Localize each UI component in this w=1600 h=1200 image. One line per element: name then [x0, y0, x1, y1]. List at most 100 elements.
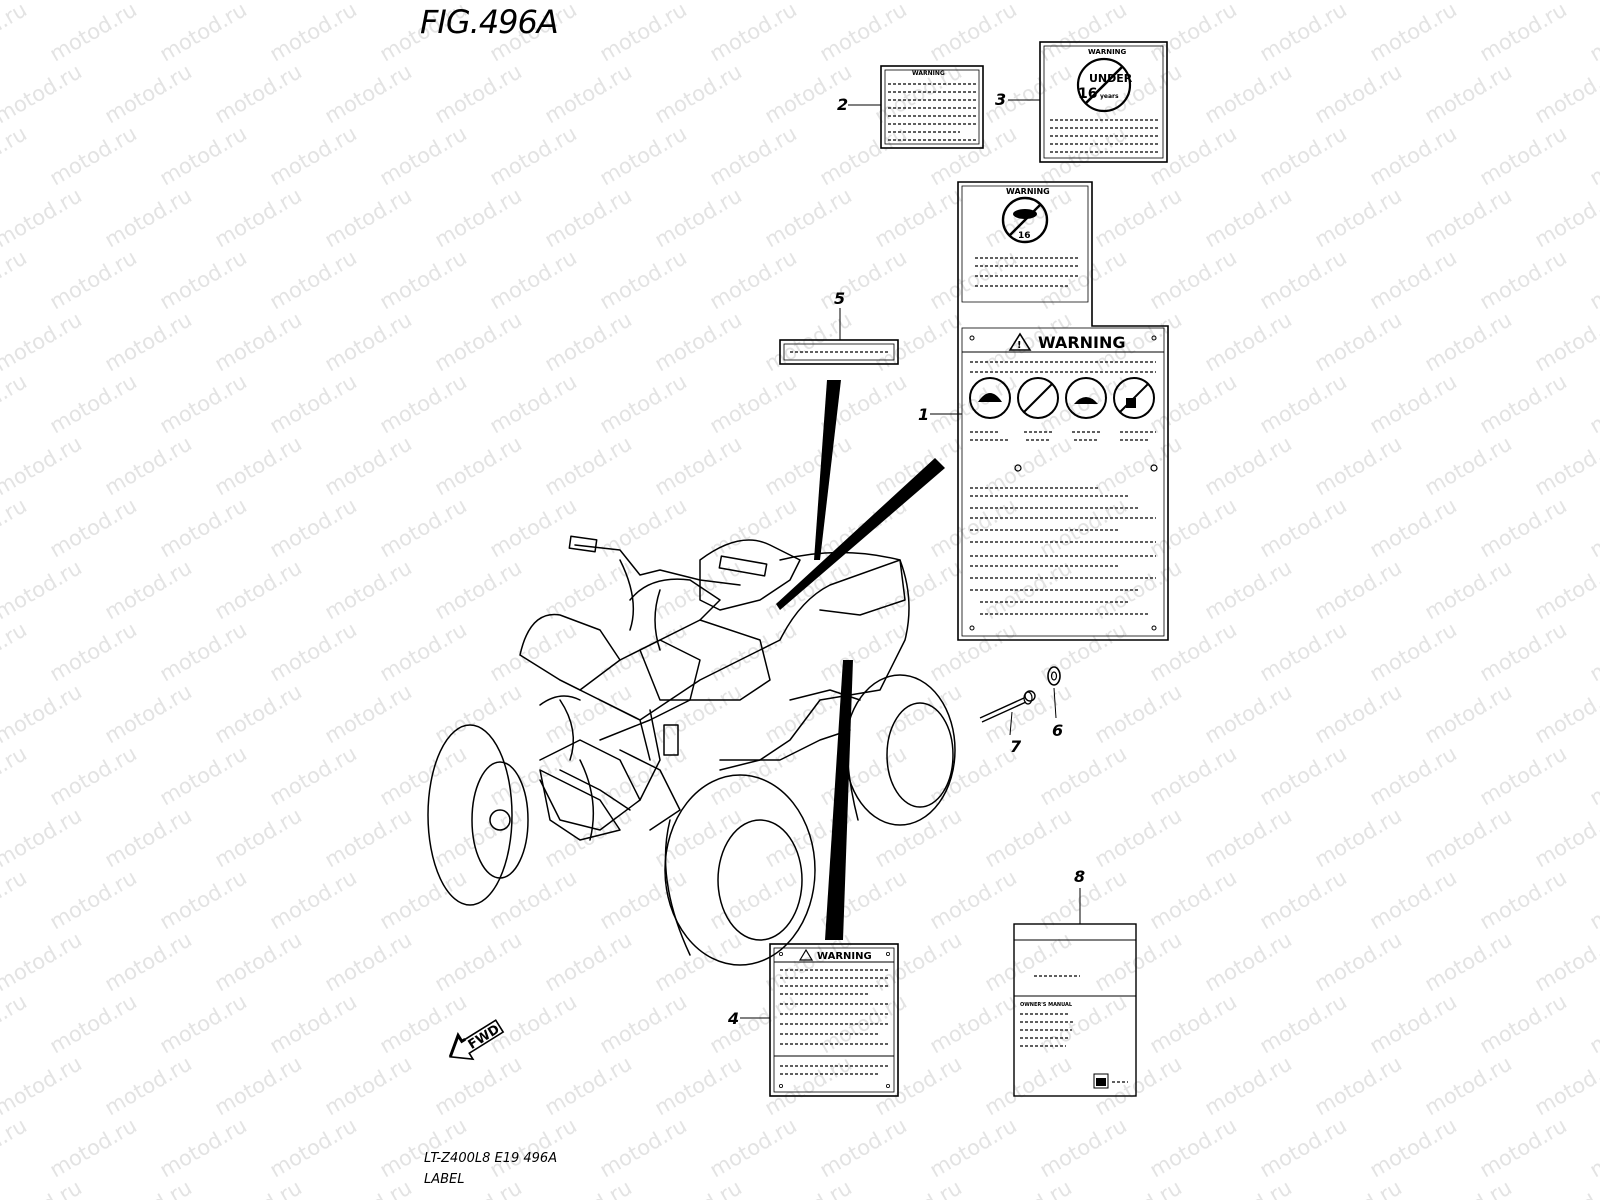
watermark-text: motod.ru — [46, 121, 141, 190]
watermark-text: motod.ru — [1476, 741, 1571, 810]
watermark-text: motod.ru — [211, 59, 306, 128]
watermark-text: motod.ru — [486, 1113, 581, 1182]
watermark-text: motod.ru — [926, 989, 1021, 1058]
watermark-text: motod.ru — [1366, 245, 1461, 314]
label-5 — [779, 339, 899, 365]
watermark-text: motod.ru — [156, 741, 251, 810]
svg-text:16: 16 — [1018, 231, 1031, 241]
watermark-text: motod.ru — [1586, 121, 1600, 190]
watermark-text: motod.ru — [1091, 555, 1186, 624]
svg-text:5: 5 — [834, 289, 845, 308]
watermark-text: motod.ru — [1421, 0, 1516, 4]
watermark-text: motod.ru — [761, 1051, 856, 1120]
callout-3[interactable]: 3 — [995, 90, 1040, 109]
watermark-text: motod.ru — [266, 741, 361, 810]
watermark-text: motod.ru — [266, 121, 361, 190]
watermark-text: motod.ru — [1256, 741, 1351, 810]
watermark-text: motod.ru — [486, 493, 581, 562]
watermark-text: motod.ru — [1201, 679, 1296, 748]
svg-text:6: 6 — [1052, 721, 1063, 740]
watermark-text: motod.ru — [541, 1051, 636, 1120]
callout-1[interactable]: 1 — [918, 405, 962, 424]
watermark-text: motod.ru — [266, 1113, 361, 1182]
watermark-text: motod.ru — [926, 245, 1021, 314]
watermark-text: motod.ru — [1036, 121, 1131, 190]
watermark-text: motod.ru — [101, 555, 196, 624]
watermark-text: motod.ru — [1036, 0, 1131, 66]
watermark-text: motod.ru — [1586, 0, 1600, 66]
watermark-text: motod.ru — [101, 803, 196, 872]
watermark-text: motod.ru — [1146, 1113, 1241, 1182]
label-1: WARNING 16 ! WARNING — [957, 181, 1169, 641]
watermark-text: motod.ru — [981, 1051, 1076, 1120]
watermark-text: motod.ru — [1311, 431, 1406, 500]
watermark-text: motod.ru — [101, 1051, 196, 1120]
watermark-text: motod.ru — [46, 0, 141, 66]
watermark-text: motod.ru — [101, 679, 196, 748]
watermark-text: motod.ru — [596, 245, 691, 314]
watermark-text: motod.ru — [541, 431, 636, 500]
callout-7[interactable]: 7 — [1009, 711, 1022, 756]
watermark-text: motod.ru — [1146, 989, 1241, 1058]
no-passenger-16-icon: 16 — [1001, 196, 1049, 244]
watermark-text: motod.ru — [1256, 617, 1351, 686]
watermark-text: motod.ru — [1091, 183, 1186, 252]
watermark-text: motod.ru — [761, 59, 856, 128]
watermark-text: motod.ru — [1146, 617, 1241, 686]
watermark-text: motod.ru — [1421, 679, 1516, 748]
callout-5[interactable]: 5 — [834, 289, 845, 340]
callout-6[interactable]: 6 — [1052, 687, 1063, 740]
watermark-text: motod.ru — [321, 0, 416, 4]
watermark-text: motod.ru — [1311, 59, 1406, 128]
watermark-text: motod.ru — [101, 431, 196, 500]
atv-illustration — [427, 535, 956, 966]
watermark-text: motod.ru — [486, 369, 581, 438]
watermark-text: motod.ru — [706, 493, 801, 562]
watermark-text: motod.ru — [1201, 927, 1296, 996]
callout-2[interactable]: 2 — [837, 95, 881, 114]
label-3: WARNING UNDER 16 years — [1039, 41, 1168, 163]
watermark-text: motod.ru — [0, 183, 86, 252]
watermark-text: motod.ru — [1531, 927, 1600, 996]
watermark-text: motod.ru — [1366, 989, 1461, 1058]
watermark-text: motod.ru — [1091, 679, 1186, 748]
watermark-text: motod.ru — [101, 1175, 196, 1200]
watermark-text: motod.ru — [1146, 245, 1241, 314]
watermark-text: motod.ru — [1421, 307, 1516, 376]
watermark-text: motod.ru — [1146, 121, 1241, 190]
watermark-text: motod.ru — [1531, 1051, 1600, 1120]
watermark-text: motod.ru — [596, 493, 691, 562]
watermark-text: motod.ru — [211, 183, 306, 252]
watermark-text: motod.ru — [156, 245, 251, 314]
watermark-text: motod.ru — [1256, 493, 1351, 562]
watermark-text: motod.ru — [1146, 741, 1241, 810]
label-1b-header: WARNING — [1038, 333, 1126, 352]
watermark-text: motod.ru — [321, 1051, 416, 1120]
watermark-text: motod.ru — [0, 493, 31, 562]
watermark-text: motod.ru — [376, 369, 471, 438]
watermark-text: motod.ru — [1476, 865, 1571, 934]
watermark-text: motod.ru — [156, 865, 251, 934]
callout-4[interactable]: 4 — [727, 1009, 770, 1028]
watermark-text: motod.ru — [1146, 369, 1241, 438]
watermark-text: motod.ru — [1201, 1051, 1296, 1120]
watermark-text: motod.ru — [46, 493, 141, 562]
watermark-text: motod.ru — [1586, 741, 1600, 810]
watermark-text: motod.ru — [596, 121, 691, 190]
callout-8[interactable]: 8 — [1074, 867, 1085, 924]
watermark-text: motod.ru — [1036, 617, 1131, 686]
watermark-text: motod.ru — [156, 493, 251, 562]
watermark-text: motod.ru — [1036, 245, 1131, 314]
watermark-text: motod.ru — [0, 927, 86, 996]
watermark-text: motod.ru — [156, 0, 251, 66]
watermark-text: motod.ru — [1476, 121, 1571, 190]
watermark-text: motod.ru — [1091, 0, 1186, 4]
watermark-text: motod.ru — [0, 0, 31, 66]
part-7-screw — [979, 690, 1036, 723]
watermark-text: motod.ru — [431, 679, 526, 748]
watermark-text: motod.ru — [1586, 493, 1600, 562]
watermark-text: motod.ru — [156, 121, 251, 190]
watermark-text: motod.ru — [651, 183, 746, 252]
watermark-text: motod.ru — [1091, 927, 1186, 996]
